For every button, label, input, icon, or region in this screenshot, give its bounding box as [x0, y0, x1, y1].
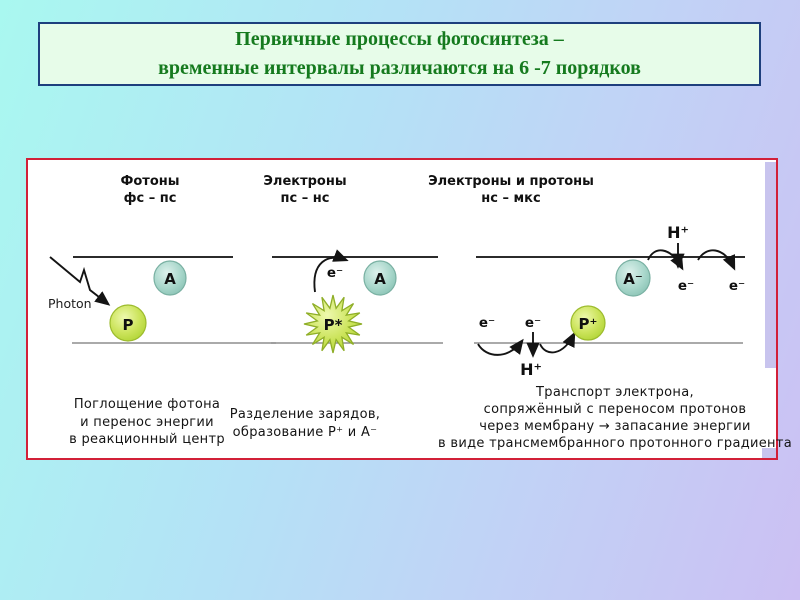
panel3-caption-line2: сопряжённый с переносом протонов: [483, 402, 747, 417]
slide-title-line2: временные интервалы различаются на 6 -7 …: [158, 57, 641, 79]
electron-label-bottom1: e⁻: [479, 315, 495, 331]
panel2-caption-line2: образование Р⁺ и А⁻: [232, 424, 378, 440]
excited-pigment-starburst: [303, 294, 363, 354]
background-strip: [765, 162, 776, 368]
panel1-caption: Поглощение фотона и перенос энергии в ре…: [69, 396, 225, 449]
proton-label-top: H⁺: [667, 223, 689, 242]
membrane-diagram: Photon A P e⁻ A P* H⁺ A⁻ e⁻ e⁻ e⁻ e⁻ H⁺ …: [48, 223, 745, 379]
photon-arrow: [49, 256, 111, 306]
electron-label-bottom2: e⁻: [525, 315, 541, 331]
background-corner-patch: [762, 448, 776, 458]
panel3-header-line2: нс – мкс: [481, 191, 541, 206]
panel2-caption: Разделение зарядов, образование Р⁺ и А⁻: [230, 406, 380, 441]
slide-title-box: Первичные процессы фотосинтеза – временн…: [38, 22, 761, 86]
electron-hop-arrow-3: [477, 338, 524, 356]
panel1-caption-line3: в реакционный центр: [69, 432, 225, 447]
panel1-caption-line1: Поглощение фотона: [73, 397, 221, 412]
panel2-header-line1: Электроны: [263, 174, 347, 189]
proton-label-bottom: H⁺: [520, 360, 542, 379]
reduced-acceptor-molecule: [615, 259, 651, 297]
pigment-letter-panel1: P: [123, 316, 134, 334]
electron-label-top2: e⁻: [729, 278, 745, 294]
electron-hop-arrow-4: [539, 331, 576, 354]
electron-hop-arrow-2: [697, 249, 736, 271]
panel1-caption-line2: и перенос энергии: [80, 414, 214, 430]
reduced-acceptor-letter: A⁻: [623, 270, 643, 288]
panel3-header: Электроны и протоны нс – мкс: [428, 173, 594, 207]
oxidized-pigment-letter: P⁺: [579, 315, 598, 333]
panel2-header: Электроны пс – нс: [263, 173, 346, 207]
acceptor-molecule-panel1: [153, 260, 187, 296]
panel2-header-line2: пс – нс: [280, 191, 330, 206]
acceptor-molecule-panel2: [363, 260, 397, 296]
electron-label-top1: e⁻: [678, 278, 694, 294]
acceptor-letter-panel2: A: [374, 270, 386, 288]
oxidized-pigment-molecule: [570, 305, 606, 341]
electron-label-panel2: e⁻: [327, 265, 343, 281]
electron-hop-arrow-1: [647, 249, 684, 271]
excited-pigment-letter: P*: [324, 316, 343, 334]
acceptor-letter-panel1: A: [164, 270, 176, 288]
panel3-caption-line4: в виде трансмембранного протонного гради…: [438, 436, 792, 451]
photon-label: Photon: [48, 296, 92, 311]
panel3-caption-line1: Транспорт электрона,: [536, 385, 694, 400]
panel3-caption-line3: через мембрану → запасание энергии: [479, 419, 751, 434]
panel3-caption: Транспорт электрона, сопряжённый с перен…: [438, 384, 792, 452]
slide-title-line1: Первичные процессы фотосинтеза –: [235, 28, 564, 50]
panel2-caption-line1: Разделение зарядов,: [229, 407, 381, 422]
photosynthesis-figure: Фотоны фс – пс Электроны пс – нс Электро…: [26, 158, 792, 460]
pigment-molecule-panel1: [109, 304, 147, 342]
panel3-header-line1: Электроны и протоны: [428, 174, 594, 189]
electron-transfer-arrow: [313, 249, 349, 293]
panel1-header: Фотоны фс – пс: [120, 173, 179, 207]
panel1-header-line1: Фотоны: [120, 174, 180, 189]
panel1-header-line2: фс – пс: [123, 191, 177, 206]
